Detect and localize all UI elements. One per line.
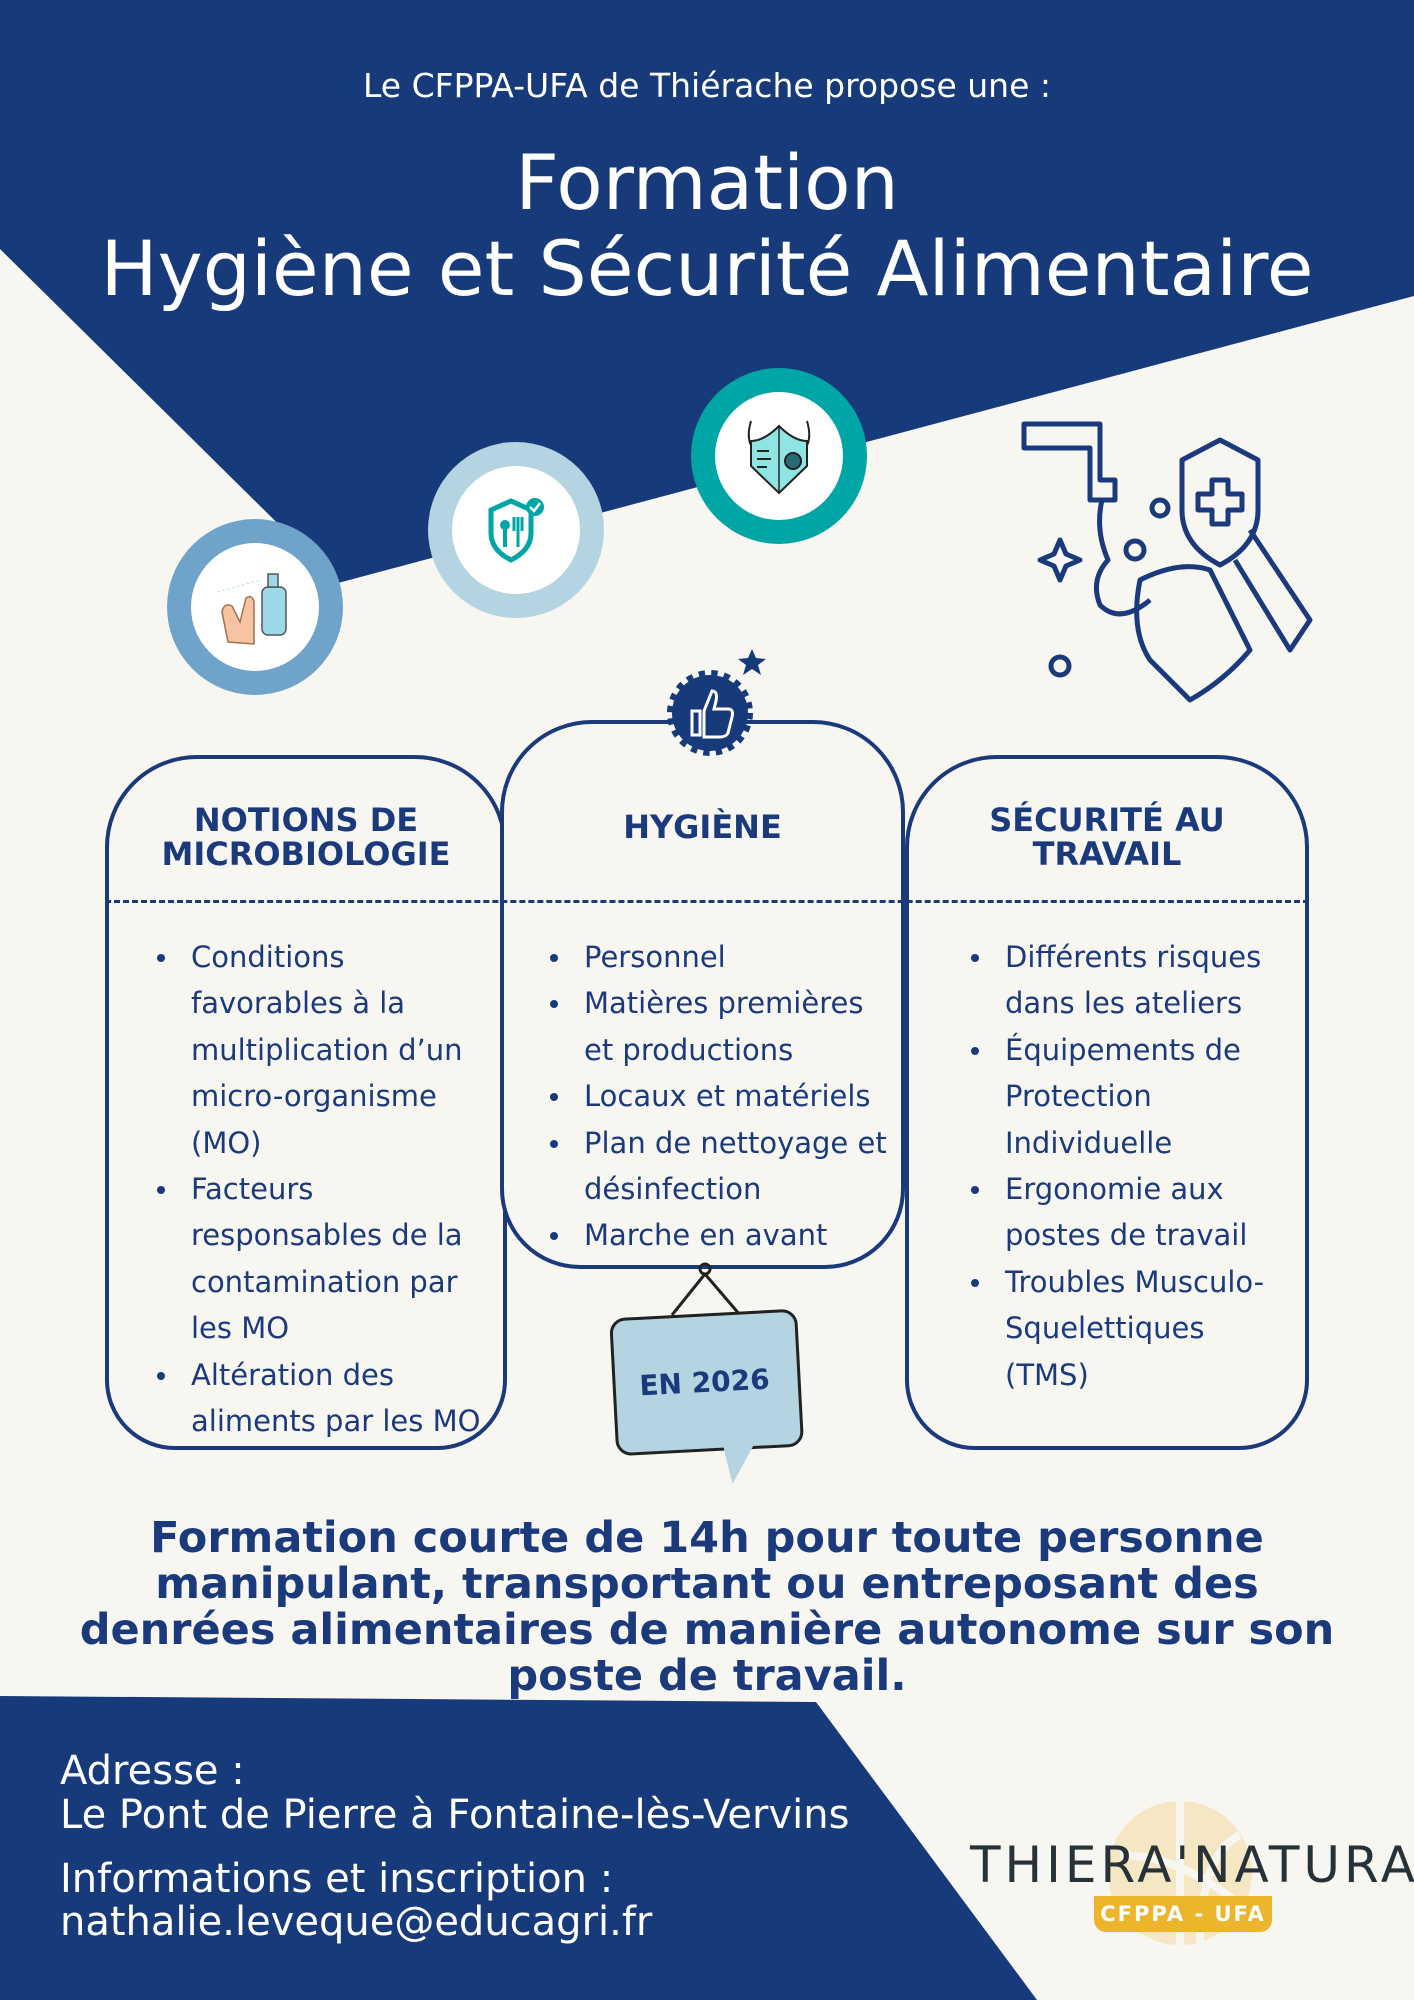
- top-banner-shape: [0, 0, 1414, 583]
- list-item: Facteurs responsables de la contaminatio…: [153, 1166, 483, 1352]
- title-line-1: Formation: [515, 138, 899, 227]
- column-hygiene: HYGIÈNE Personnel Matières premières et …: [500, 720, 905, 1269]
- column-title: SÉCURITÉ AU TRAVAIL: [989, 801, 1225, 873]
- list-item: Locaux et matériels: [546, 1073, 895, 1119]
- info-label: Informations et inscription :: [60, 1856, 614, 1902]
- hand-sanitizer-icon: [167, 519, 343, 695]
- list-item: Personnel: [546, 934, 895, 980]
- intro-text: Le CFPPA-UFA de Thiérache propose une :: [362, 66, 1051, 105]
- food-safety-shield-icon: [428, 442, 604, 618]
- list-item: Altération des aliments par les MO: [153, 1352, 483, 1445]
- bottom-banner-shape: [0, 1696, 1037, 2000]
- address-text: Le Pont de Pierre à Fontaine-lès-Vervins: [60, 1792, 850, 1838]
- logo-name: THIERA'NATURA: [970, 1836, 1414, 1894]
- column-securite: SÉCURITÉ AU TRAVAIL Différents risques d…: [905, 755, 1309, 1450]
- list-item: Marche en avant: [546, 1212, 895, 1258]
- hand-washing-icon: [1021, 421, 1313, 703]
- sign-hanger: [609, 1262, 804, 1484]
- list-item: Ergonomie aux postes de travail: [967, 1166, 1295, 1259]
- column-title: HYGIÈNE: [623, 808, 782, 846]
- face-mask-icon: [691, 368, 867, 544]
- bullet-list: Personnel Matières premières et producti…: [546, 934, 895, 1259]
- column-microbiologie: NOTIONS DE MICROBIOLOGIE Conditions favo…: [105, 755, 507, 1450]
- list-item: Troubles Musculo-Squelettiques (TMS): [967, 1259, 1295, 1398]
- description-text: Formation courte de 14h pour toute perso…: [79, 1513, 1335, 1701]
- bullet-list: Conditions favorables à la multiplicatio…: [153, 934, 483, 1444]
- address-label: Adresse :: [60, 1748, 245, 1794]
- thumbs-up-badge-icon: [667, 649, 766, 756]
- list-item: Équipements de Protection Individuelle: [967, 1027, 1295, 1166]
- bullet-list: Différents risques dans les ateliers Équ…: [967, 934, 1295, 1398]
- list-item: Différents risques dans les ateliers: [967, 934, 1295, 1027]
- logo-badge: CFPPA - UFA: [1094, 1896, 1272, 1932]
- email-link[interactable]: nathalie.leveque@educagri.fr: [60, 1899, 653, 1945]
- title-line-2: Hygiène et Sécurité Alimentaire: [100, 224, 1314, 313]
- list-item: Matières premières et productions: [546, 980, 895, 1073]
- list-item: Conditions favorables à la multiplicatio…: [153, 934, 483, 1166]
- dashed-divider: [105, 900, 1309, 903]
- list-item: Plan de nettoyage et désinfection: [546, 1120, 895, 1213]
- column-title: NOTIONS DE MICROBIOLOGIE: [161, 801, 451, 873]
